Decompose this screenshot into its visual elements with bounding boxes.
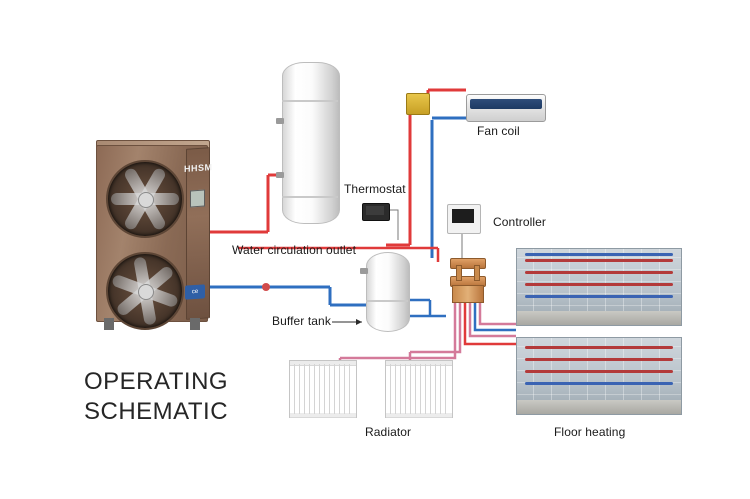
fan-coil-grille [470, 99, 542, 109]
water-tank-band-top [282, 100, 338, 102]
manifold-outlet-group [452, 285, 484, 303]
heat-pump-badge: ce [185, 284, 205, 300]
copper-manifold-upper [450, 258, 486, 269]
heat-exchanger-block [406, 93, 430, 115]
label-water-circulation-outlet: Water circulation outlet [232, 243, 357, 257]
label-floor-heating: Floor heating [554, 425, 626, 439]
label-fan-coil: Fan coil [477, 124, 520, 138]
floor-heating-photo-bottom [516, 337, 682, 415]
manifold-riser-right [474, 265, 480, 281]
radiator-panel-right [385, 360, 453, 418]
heat-pump-fan-top [106, 160, 184, 238]
controller-screen [452, 209, 474, 223]
fan-coil-unit [466, 94, 546, 122]
heat-pump-foot-right [190, 318, 200, 330]
water-tank-port-lower [276, 172, 284, 178]
buffer-tank [366, 252, 410, 332]
buffer-tank-band [366, 300, 408, 302]
water-tank [282, 62, 340, 224]
heat-pump-fan-bottom [106, 252, 184, 330]
water-tank-port-upper [276, 118, 284, 124]
manifold-riser-left [456, 265, 462, 281]
label-thermostat: Thermostat [344, 182, 406, 196]
floor-heating-photo-top [516, 248, 682, 326]
heat-pump-brand-logo: HHSM [184, 162, 213, 174]
label-controller: Controller [493, 215, 547, 229]
radiator-panel-left [289, 360, 357, 418]
heat-pump-control-panel [190, 189, 205, 208]
label-buffer-tank: Buffer tank [272, 314, 331, 328]
heat-pump-foot-left [104, 318, 114, 330]
thermostat-screen [366, 206, 384, 215]
water-tank-band-bottom [282, 196, 338, 198]
label-radiator: Radiator [365, 425, 412, 439]
page-title: OPERATING SCHEMATIC [84, 368, 229, 425]
buffer-tank-port [360, 268, 368, 274]
